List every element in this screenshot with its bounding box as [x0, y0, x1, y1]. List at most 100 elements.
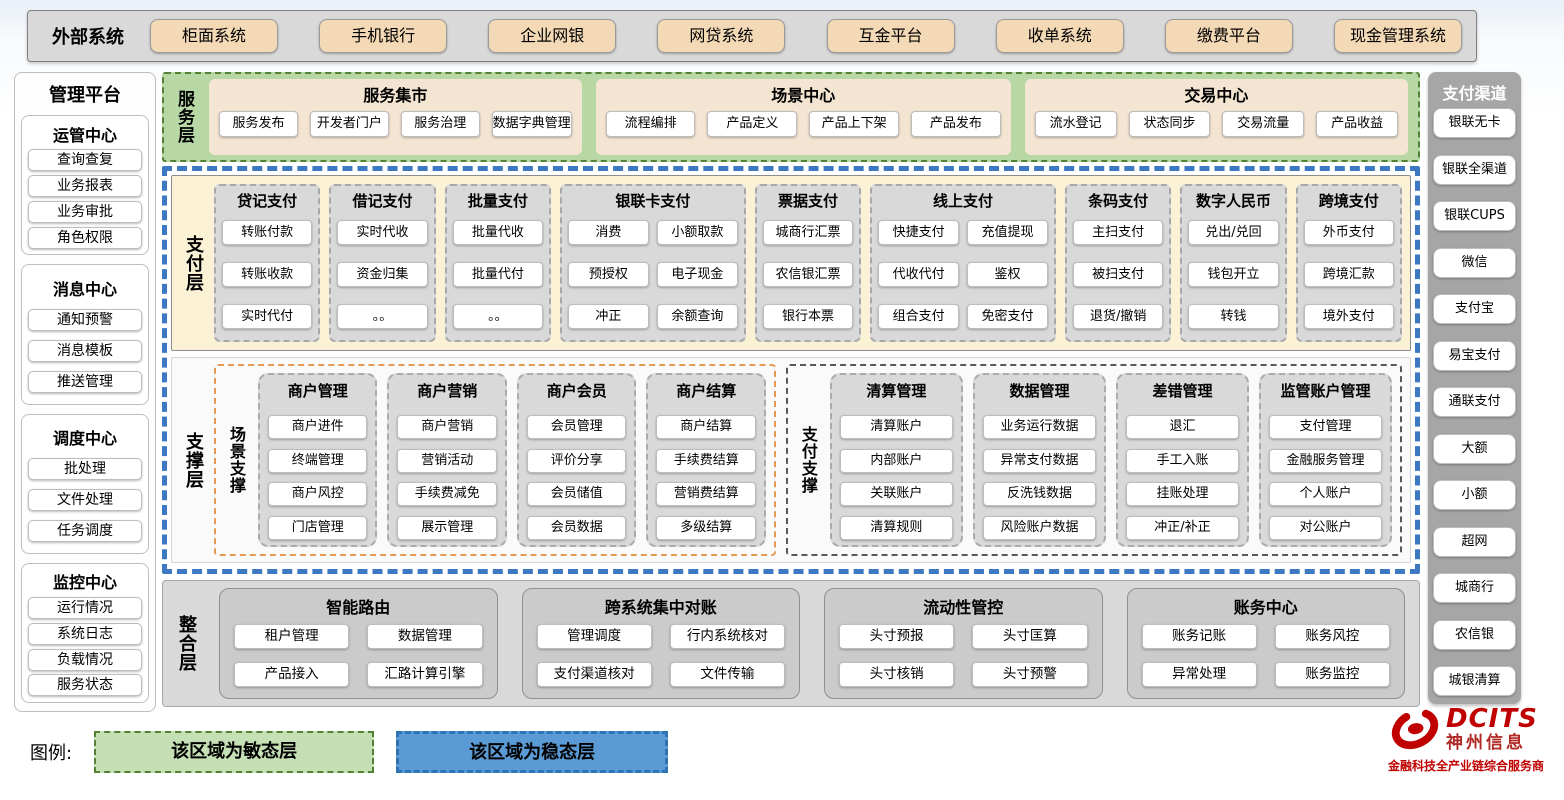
support-item-button[interactable]: 业务运行数据 [982, 414, 1096, 439]
payment-item-button[interactable]: 外币支付 [1303, 219, 1394, 245]
management-item-button[interactable]: 文件处理 [28, 489, 142, 512]
service-item-button[interactable]: 开发者门户 [309, 111, 389, 137]
payment-channel-button[interactable]: 易宝支付 [1433, 340, 1516, 371]
external-system-button[interactable]: 收单系统 [995, 19, 1124, 53]
service-item-button[interactable]: 流水登记 [1034, 111, 1117, 137]
service-item-button[interactable]: 服务治理 [400, 111, 480, 137]
payment-channel-button[interactable]: 农信银 [1433, 619, 1516, 650]
support-item-button[interactable]: 会员数据 [526, 516, 627, 540]
payment-channel-button[interactable]: 支付宝 [1433, 294, 1516, 324]
payment-item-button[interactable]: 农信银汇票 [762, 261, 854, 287]
integration-item-button[interactable]: 租户管理 [234, 624, 350, 649]
payment-item-button[interactable]: 转钱 [1188, 304, 1279, 330]
integration-item-button[interactable]: 头寸预警 [972, 662, 1088, 687]
integration-item-button[interactable]: 管理调度 [536, 624, 652, 649]
payment-item-button[interactable]: 钱包开立 [1188, 261, 1279, 287]
integration-item-button[interactable]: 头寸预报 [839, 624, 955, 649]
service-item-button[interactable]: 数据字典管理 [491, 111, 572, 137]
payment-item-button[interactable]: 冲正 [567, 304, 649, 330]
payment-item-button[interactable]: 批量代付 [452, 261, 543, 287]
integration-item-button[interactable]: 异常处理 [1141, 662, 1257, 687]
external-system-button[interactable]: 互金平台 [826, 19, 955, 53]
support-item-button[interactable]: 冲正/补正 [1125, 516, 1239, 540]
payment-channel-button[interactable]: 银联CUPS [1433, 201, 1516, 231]
management-item-button[interactable]: 通知预警 [28, 308, 142, 331]
payment-channel-button[interactable]: 城银清算 [1433, 666, 1516, 696]
service-item-button[interactable]: 服务发布 [219, 111, 298, 137]
support-item-button[interactable]: 退汇 [1125, 414, 1239, 439]
support-item-button[interactable]: 对公账户 [1269, 516, 1383, 540]
payment-channel-button[interactable]: 城商行 [1433, 573, 1516, 603]
payment-item-button[interactable]: 鉴权 [967, 261, 1048, 287]
payment-channel-button[interactable]: 银联无卡 [1433, 108, 1516, 138]
management-item-button[interactable]: 负载情况 [28, 648, 142, 671]
support-item-button[interactable]: 金融服务管理 [1269, 448, 1383, 473]
payment-channel-button[interactable]: 大额 [1433, 433, 1516, 464]
payment-item-button[interactable]: 代收代付 [878, 261, 960, 287]
payment-item-button[interactable]: 实时代收 [337, 219, 428, 245]
payment-channel-button[interactable]: 微信 [1433, 247, 1516, 278]
support-item-button[interactable]: 商户营销 [397, 414, 497, 439]
integration-item-button[interactable]: 数据管理 [367, 624, 483, 649]
service-item-button[interactable]: 状态同步 [1128, 111, 1211, 137]
external-system-button[interactable]: 柜面系统 [150, 19, 278, 53]
support-item-button[interactable]: 反洗钱数据 [982, 482, 1096, 507]
management-item-button[interactable]: 任务调度 [28, 519, 142, 542]
payment-item-button[interactable]: 转账收款 [222, 261, 313, 287]
payment-item-button[interactable]: 消费 [567, 219, 649, 245]
support-item-button[interactable]: 支付管理 [1269, 414, 1383, 439]
payment-item-button[interactable]: 小额取款 [656, 219, 738, 245]
payment-item-button[interactable]: 电子现金 [656, 261, 738, 287]
service-item-button[interactable]: 产品上下架 [809, 111, 899, 137]
payment-item-button[interactable]: 银行本票 [762, 304, 854, 330]
support-item-button[interactable]: 清算规则 [839, 516, 953, 540]
integration-item-button[interactable]: 产品接入 [234, 662, 350, 687]
support-item-button[interactable]: 个人账户 [1269, 482, 1383, 507]
payment-item-button[interactable]: 批量代收 [452, 219, 543, 245]
support-item-button[interactable]: 异常支付数据 [982, 448, 1096, 473]
management-item-button[interactable]: 消息模板 [28, 339, 142, 362]
support-item-button[interactable]: 清算账户 [839, 414, 953, 439]
payment-item-button[interactable]: 实时代付 [222, 304, 313, 330]
management-item-button[interactable]: 角色权限 [28, 226, 142, 249]
integration-item-button[interactable]: 汇路计算引擎 [367, 662, 483, 687]
payment-item-button[interactable]: 。。 [337, 304, 428, 330]
service-item-button[interactable]: 产品收益 [1316, 111, 1399, 137]
support-item-button[interactable]: 营销费结算 [656, 482, 756, 507]
support-item-button[interactable]: 关联账户 [839, 482, 953, 507]
service-item-button[interactable]: 产品定义 [707, 111, 798, 137]
support-item-button[interactable]: 展示管理 [397, 516, 497, 540]
external-system-button[interactable]: 网贷系统 [657, 19, 786, 53]
support-item-button[interactable]: 手工入账 [1125, 448, 1239, 473]
payment-item-button[interactable]: 主扫支付 [1072, 219, 1164, 245]
payment-item-button[interactable]: 组合支付 [878, 304, 960, 330]
integration-item-button[interactable]: 文件传输 [669, 662, 785, 687]
payment-channel-button[interactable]: 银联全渠道 [1433, 154, 1516, 185]
integration-item-button[interactable]: 账务风控 [1274, 624, 1390, 649]
payment-channel-button[interactable]: 小额 [1433, 480, 1516, 510]
payment-item-button[interactable]: 转账付款 [222, 219, 313, 245]
payment-item-button[interactable]: 境外支付 [1303, 304, 1394, 330]
integration-item-button[interactable]: 账务记账 [1141, 624, 1257, 649]
support-item-button[interactable]: 挂账处理 [1125, 482, 1239, 507]
external-system-button[interactable]: 企业网银 [488, 19, 617, 53]
support-item-button[interactable]: 内部账户 [839, 448, 953, 473]
support-item-button[interactable]: 多级结算 [656, 516, 756, 540]
payment-item-button[interactable]: 免密支付 [967, 304, 1048, 330]
payment-channel-button[interactable]: 通联支付 [1433, 387, 1516, 417]
management-item-button[interactable]: 查询查复 [28, 149, 142, 172]
support-item-button[interactable]: 会员储值 [526, 482, 627, 507]
payment-item-button[interactable]: 。。 [452, 304, 543, 330]
support-item-button[interactable]: 评价分享 [526, 448, 627, 473]
management-item-button[interactable]: 业务审批 [28, 200, 142, 223]
external-system-button[interactable]: 手机银行 [319, 19, 448, 53]
support-item-button[interactable]: 商户结算 [656, 414, 756, 439]
support-item-button[interactable]: 手续费减免 [397, 482, 497, 507]
management-item-button[interactable]: 运行情况 [28, 597, 142, 620]
integration-item-button[interactable]: 支付渠道核对 [536, 662, 652, 687]
support-item-button[interactable]: 门店管理 [268, 516, 368, 540]
management-item-button[interactable]: 服务状态 [28, 674, 142, 697]
external-system-button[interactable]: 缴费平台 [1164, 19, 1293, 53]
integration-item-button[interactable]: 头寸核销 [839, 662, 955, 687]
payment-item-button[interactable]: 充值提现 [967, 219, 1048, 245]
